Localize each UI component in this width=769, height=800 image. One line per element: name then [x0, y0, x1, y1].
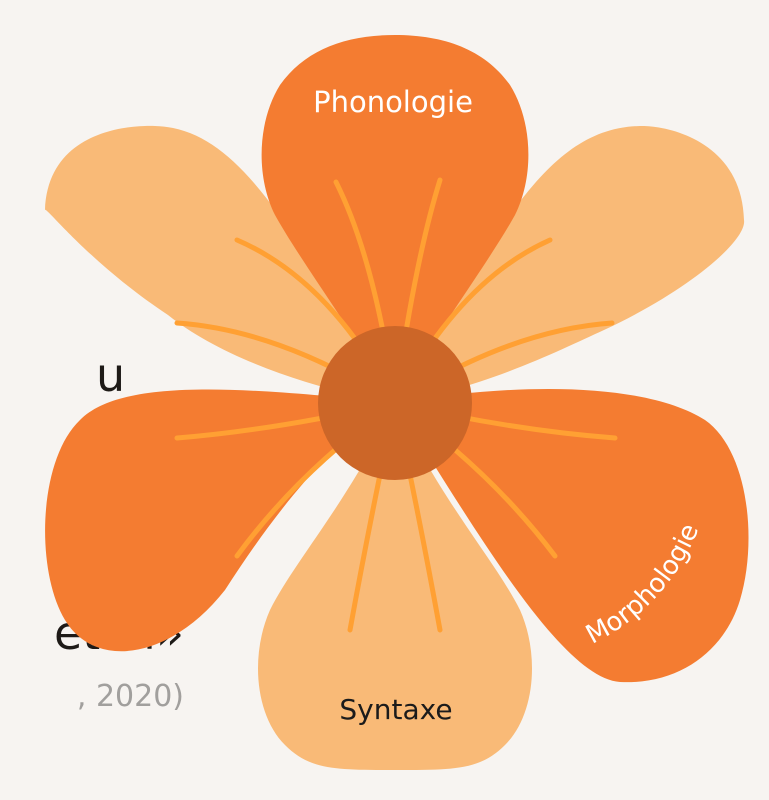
petal-left — [45, 389, 395, 652]
petal-label-phonologie: Phonologie — [313, 85, 473, 119]
citation-fragment: , 2020) — [76, 679, 184, 714]
petal-upper-right — [395, 125, 745, 403]
petal-top — [261, 35, 529, 403]
text-fragment-u: u — [96, 348, 126, 402]
petal-upper-left — [45, 125, 395, 404]
petal-right — [395, 388, 749, 683]
petal-label-syntaxe: Syntaxe — [339, 693, 452, 726]
flower-center — [318, 326, 472, 480]
petal-bottom — [258, 403, 532, 770]
